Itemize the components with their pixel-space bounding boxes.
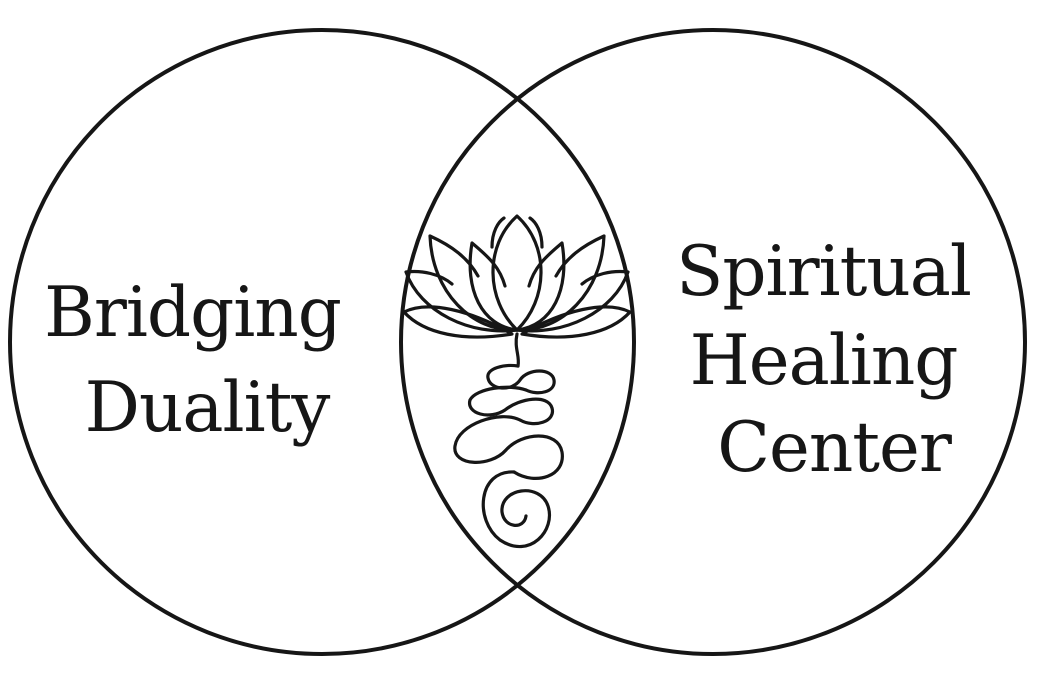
right-label: Spiritual Healing Center bbox=[676, 232, 992, 488]
lotus-unalome-icon bbox=[402, 214, 632, 548]
left-label: Bridging Duality bbox=[44, 273, 362, 448]
right-label-line-3: Center bbox=[717, 408, 952, 488]
left-label-line-2: Duality bbox=[85, 368, 331, 448]
left-label-line-1: Bridging bbox=[44, 273, 341, 353]
right-label-line-1: Spiritual bbox=[676, 232, 971, 312]
left-circle bbox=[8, 28, 636, 656]
right-circle bbox=[399, 28, 1027, 656]
right-label-line-2: Healing bbox=[690, 321, 958, 401]
